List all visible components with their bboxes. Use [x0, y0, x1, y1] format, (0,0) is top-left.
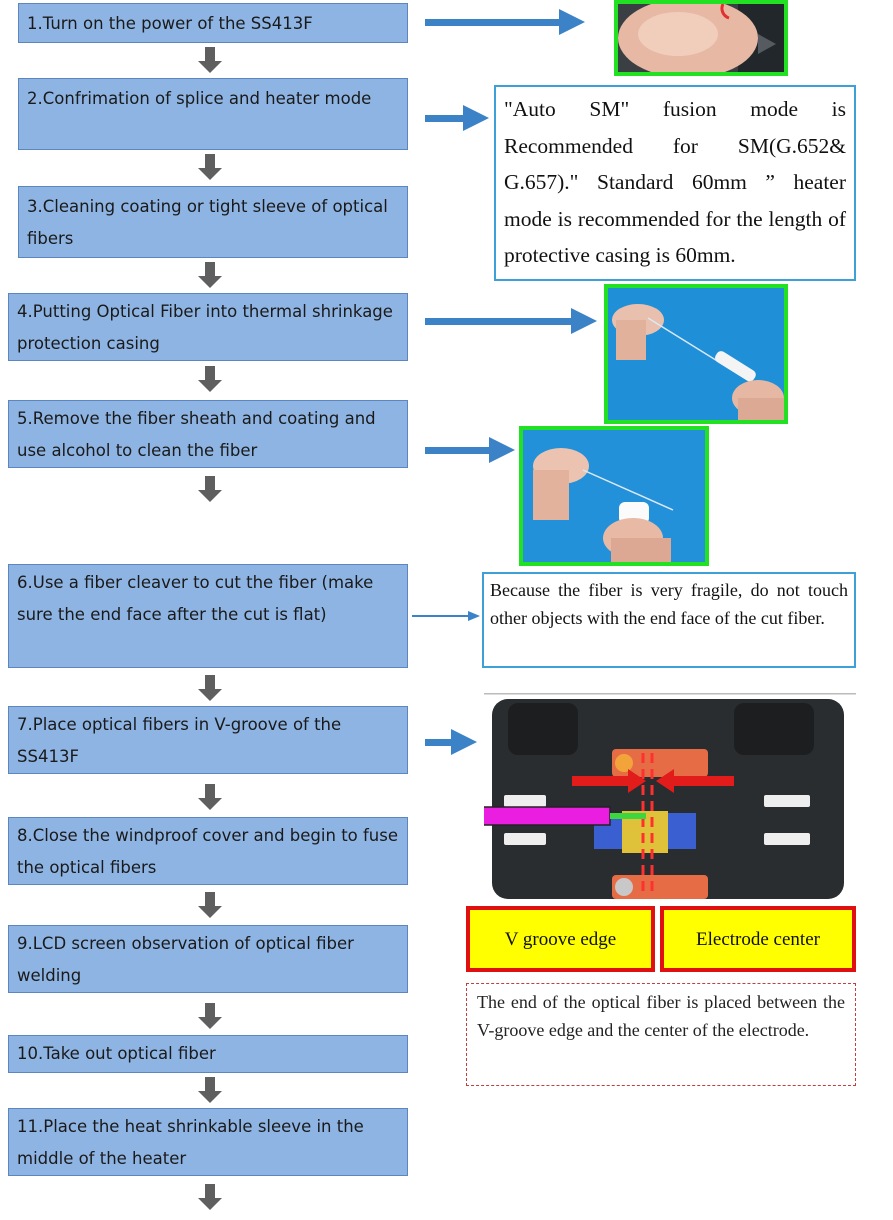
down-arrow-icon: [198, 476, 222, 556]
step-5: 5.Remove the fiber sheath and coating an…: [8, 400, 408, 468]
v-groove-edge-label: V groove edge: [466, 906, 655, 972]
down-arrow-icon: [198, 1184, 222, 1210]
right-arrow-icon: [425, 437, 515, 463]
fiber-casing-photo: [604, 284, 788, 424]
right-arrow-icon: [425, 729, 477, 755]
step-4: 4.Putting Optical Fiber into thermal shr…: [8, 293, 408, 361]
down-arrow-icon: [198, 366, 222, 392]
step-3: 3.Cleaning coating or tight sleeve of op…: [18, 186, 408, 258]
right-arrow-icon: [425, 105, 489, 131]
right-arrow-icon: [412, 611, 482, 621]
down-arrow-icon: [198, 262, 222, 288]
step-9: 9.LCD screen observation of optical fibe…: [8, 925, 408, 993]
step-6: 6.Use a fiber cleaver to cut the fiber (…: [8, 564, 408, 668]
down-arrow-icon: [198, 784, 222, 810]
v-groove-diagram: [484, 693, 856, 905]
step-8: 8.Close the windproof cover and begin to…: [8, 817, 408, 885]
step-7: 7.Place optical fibers in V-groove of th…: [8, 706, 408, 774]
step-11: 11.Place the heat shrinkable sleeve in t…: [8, 1108, 408, 1176]
power-button-photo: [614, 0, 788, 76]
down-arrow-icon: [198, 1077, 222, 1103]
right-arrow-icon: [425, 9, 585, 35]
step-10: 10.Take out optical fiber: [8, 1035, 408, 1073]
down-arrow-icon: [198, 892, 222, 918]
down-arrow-icon: [198, 154, 222, 180]
down-arrow-icon: [198, 47, 222, 73]
step-2: 2.Confrimation of splice and heater mode: [18, 78, 408, 150]
mode-note: "Auto SM" fusion mode is Recommended for…: [494, 85, 856, 281]
step-1: 1.Turn on the power of the SS413F: [18, 3, 408, 43]
right-arrow-icon: [425, 308, 597, 334]
down-arrow-icon: [198, 675, 222, 701]
placement-note: The end of the optical fiber is placed b…: [466, 983, 856, 1086]
electrode-center-label: Electrode center: [660, 906, 856, 972]
fragile-note: Because the fiber is very fragile, do no…: [482, 572, 856, 668]
fiber-cleaning-photo: [519, 426, 709, 566]
down-arrow-icon: [198, 1003, 222, 1029]
